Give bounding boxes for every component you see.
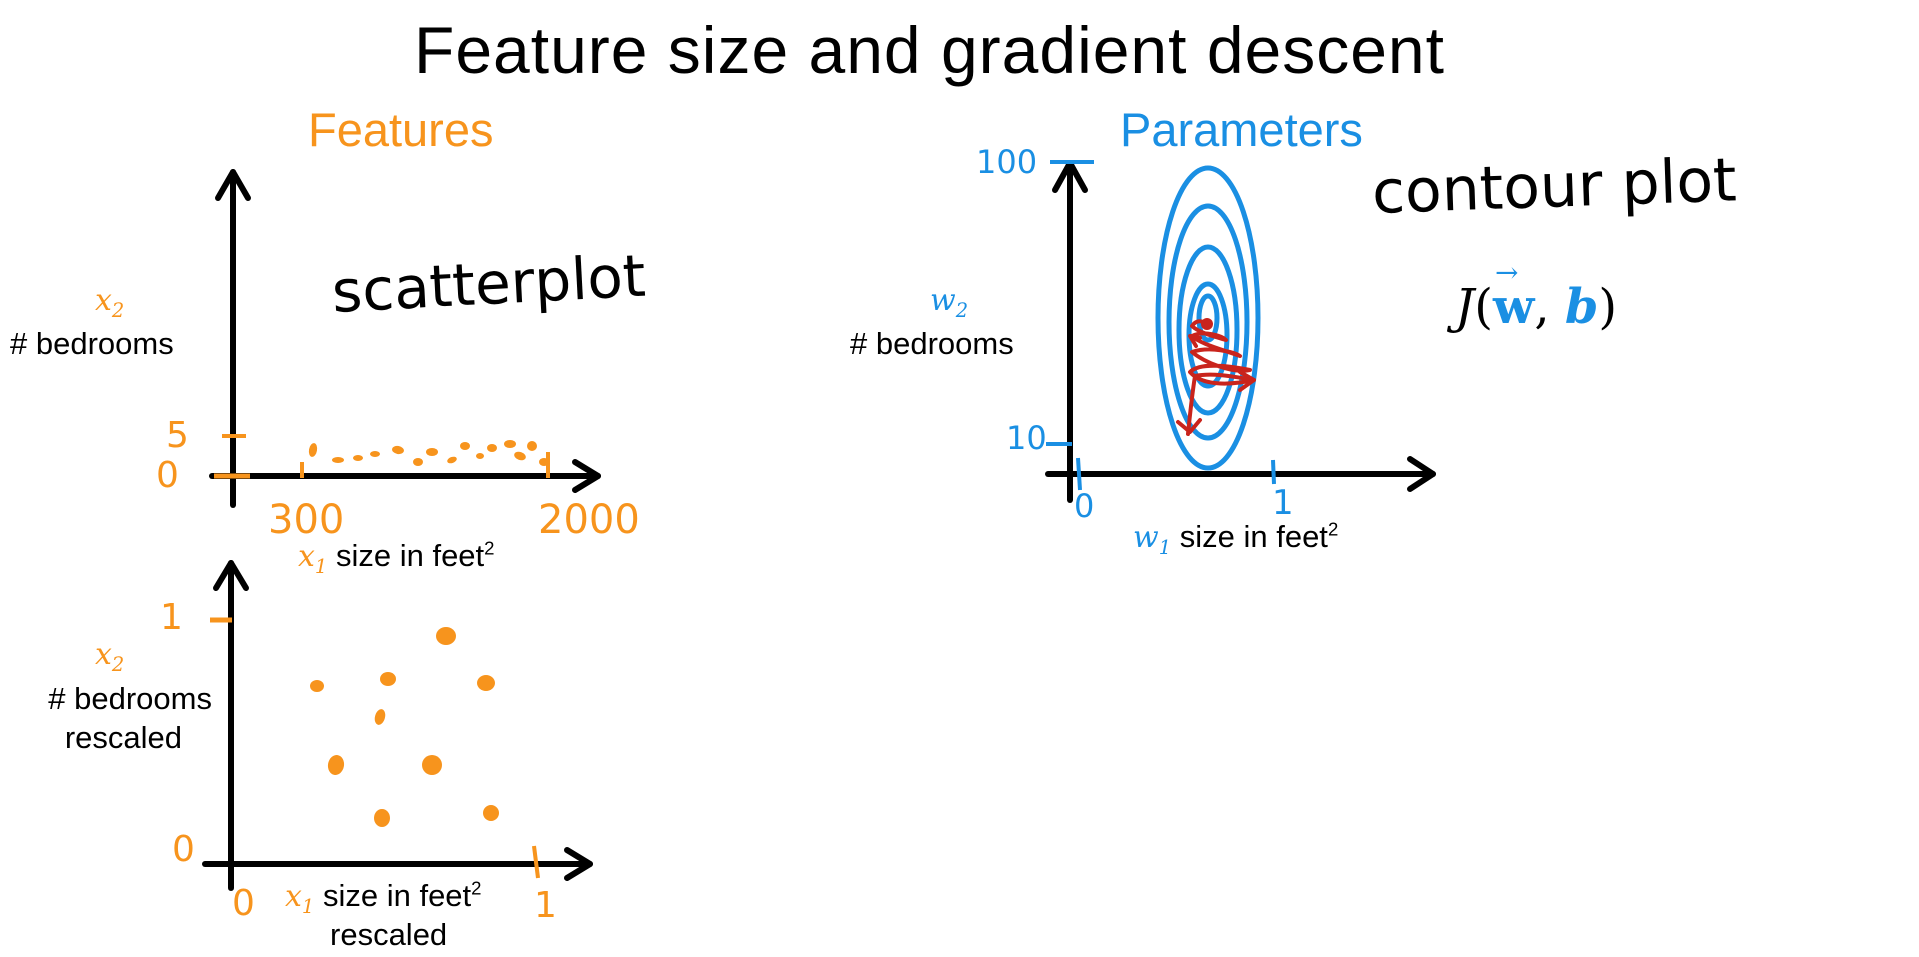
param-y-variable: w2: [930, 283, 969, 322]
param-x-tick-mark-0: [1076, 457, 1082, 491]
slide-title: Feature size and gradient descent: [414, 13, 1445, 87]
bottom-scatter-point: [374, 809, 390, 827]
param-x-axis-arrowhead: [1407, 456, 1436, 492]
top-scatter-point: [476, 453, 484, 459]
gradient-descent-path: [1186, 319, 1256, 436]
bottom-y-axis-label: # bedrooms rescaled: [0, 680, 212, 758]
bottom-x-tick-mark-1: [532, 845, 540, 879]
contour-ellipse-3: [1176, 244, 1240, 416]
top-scatter-point: [447, 456, 457, 464]
bottom-x-label-line1: x1 size in feet2: [285, 877, 482, 918]
cost-w-symbol: w: [1492, 279, 1535, 335]
gradient-arrow-right-icon: [1238, 370, 1256, 392]
top-x-tick-300: 300: [268, 497, 345, 543]
top-y-axis-label: # bedrooms: [10, 326, 174, 361]
top-scatter-point: [514, 451, 526, 461]
bottom-x-axis-arrowhead: [564, 847, 593, 881]
bottom-scatter-point: [327, 755, 345, 775]
top-scatter-point: [413, 458, 423, 466]
param-y-tick-10: 10: [1006, 419, 1047, 457]
top-scatter-point: [426, 448, 438, 456]
top-y-tick-5: 5: [166, 415, 189, 456]
contour-ellipses: [1155, 165, 1261, 471]
top-y-axis-arrowhead: [215, 169, 251, 201]
bottom-y-tick-0: 0: [172, 829, 195, 870]
top-y-tick-0: 0: [156, 455, 179, 496]
bottom-x-tick-0: 0: [232, 883, 255, 924]
bottom-scatter-point: [483, 805, 499, 821]
top-x-axis-arrowhead: [572, 459, 601, 493]
top-scatter-point: [392, 445, 404, 455]
param-x-tick-1: 1: [1272, 483, 1294, 523]
bottom-y-variable: x2: [95, 637, 125, 676]
cost-w-vector: w→: [1492, 259, 1535, 335]
top-scatter-point: [308, 443, 318, 457]
top-scatter-point: [504, 440, 516, 448]
cost-function-label: J(w→, b): [1455, 256, 1618, 335]
bottom-x-tick-1: 1: [534, 885, 557, 926]
top-scatter-point: [539, 458, 549, 466]
bottom-y-label-line1: # bedrooms: [48, 681, 212, 716]
parameters-heading: Parameters: [1120, 103, 1363, 156]
bottom-y-axis-arrowhead: [213, 560, 249, 591]
contour-ellipse-2: [1166, 203, 1250, 441]
param-x-tick-mark-1: [1271, 459, 1276, 485]
top-scatter-point: [460, 442, 470, 450]
top-x-tick-2000: 2000: [538, 497, 640, 543]
param-x-axis-label: w1 size in feet2: [1133, 518, 1339, 559]
top-scatter-point: [332, 457, 344, 463]
gradient-arrow-start-icon: [1176, 418, 1202, 434]
bottom-scatter-points: [310, 627, 499, 827]
bottom-y-label-line2: rescaled: [64, 719, 182, 755]
param-x-tick-0: 0: [1074, 487, 1095, 525]
top-scatter-point: [487, 444, 497, 452]
top-x-axis-label: x1 size in feet2: [298, 537, 495, 578]
bottom-x-axis-label: x1 size in feet2 rescaled: [270, 877, 630, 955]
bottom-scatter-point: [374, 709, 386, 725]
top-scatter-point: [527, 441, 537, 451]
top-y-variable: x2: [95, 283, 125, 322]
bottom-y-tick-1: 1: [160, 597, 183, 638]
param-y-axis-label: # bedrooms: [850, 326, 1014, 361]
bottom-scatter-point: [310, 680, 324, 692]
gradient-arrow-mid-icon: [1188, 334, 1202, 348]
top-scatter-points: [308, 440, 549, 466]
contour-ellipse-5: [1196, 293, 1220, 343]
bottom-scatter-point: [422, 755, 442, 775]
features-heading: Features: [308, 103, 494, 156]
top-scatter-point: [353, 455, 363, 461]
cost-b-symbol: b: [1564, 279, 1599, 335]
bottom-scatter-point: [380, 672, 396, 686]
contour-ellipse-1: [1155, 165, 1261, 471]
vector-arrow-icon: →: [1494, 256, 1519, 289]
param-y-tick-100: 100: [976, 143, 1038, 181]
bottom-scatter-point: [477, 675, 495, 691]
cost-fn-symbol: J: [1455, 279, 1475, 335]
bottom-x-label-line2: rescaled: [330, 916, 448, 952]
top-scatter-point: [370, 451, 380, 457]
bottom-scatter-point: [436, 627, 456, 645]
